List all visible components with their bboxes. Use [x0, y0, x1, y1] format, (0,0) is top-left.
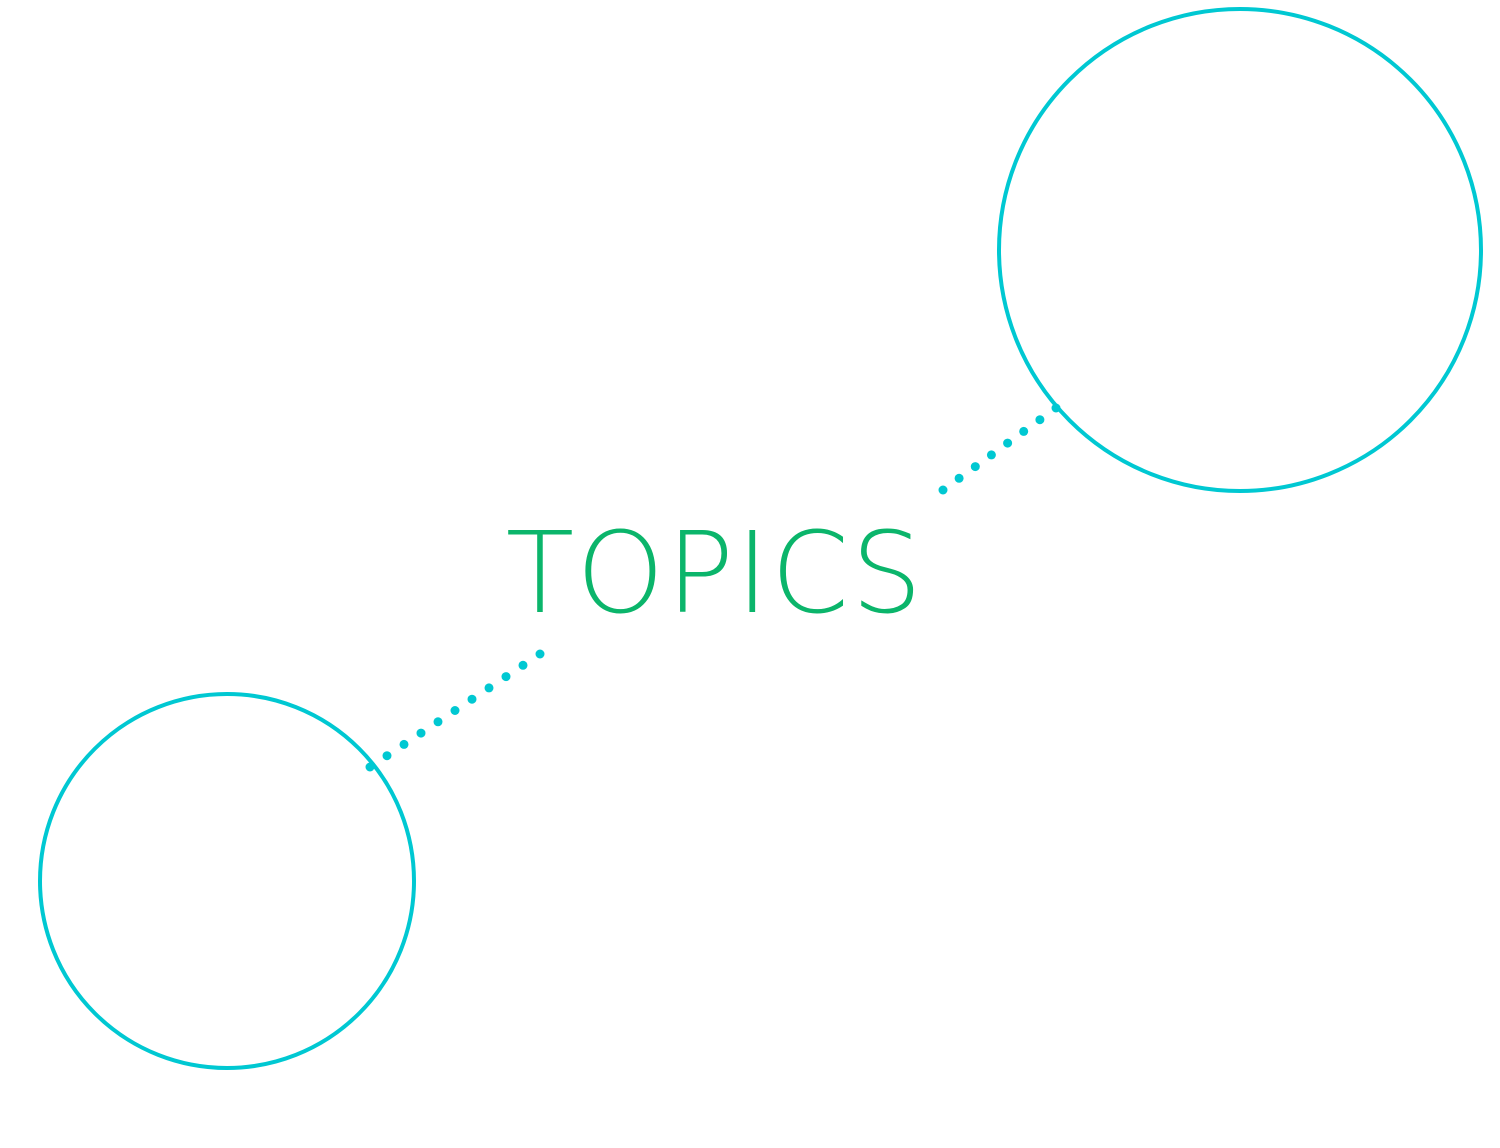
connector-dot [970, 462, 980, 472]
connector-dot [501, 672, 511, 682]
connector-dot [1019, 426, 1029, 436]
connector-dot [416, 728, 426, 738]
connector-lower-left [365, 649, 545, 772]
diagram-title: TOPICS [505, 509, 925, 639]
connector-dot [535, 649, 545, 659]
connector-dot [399, 739, 409, 749]
connector-dot [518, 660, 528, 670]
connector-dot [382, 751, 392, 761]
connector-dot [1035, 415, 1045, 425]
connector-dot [954, 473, 964, 483]
connector-dot [450, 706, 460, 715]
connector-dot [365, 762, 375, 772]
connector-upper-right [938, 403, 1061, 495]
upper-right-circle [997, 7, 1483, 493]
connector-dot [484, 683, 494, 693]
connector-dot [1003, 438, 1013, 448]
connector-dot [467, 694, 477, 704]
connector-dot [938, 485, 948, 495]
connector-dot [433, 717, 443, 727]
lower-left-circle [38, 692, 416, 1070]
connector-dot [1051, 403, 1061, 413]
connector-dot [986, 450, 996, 460]
